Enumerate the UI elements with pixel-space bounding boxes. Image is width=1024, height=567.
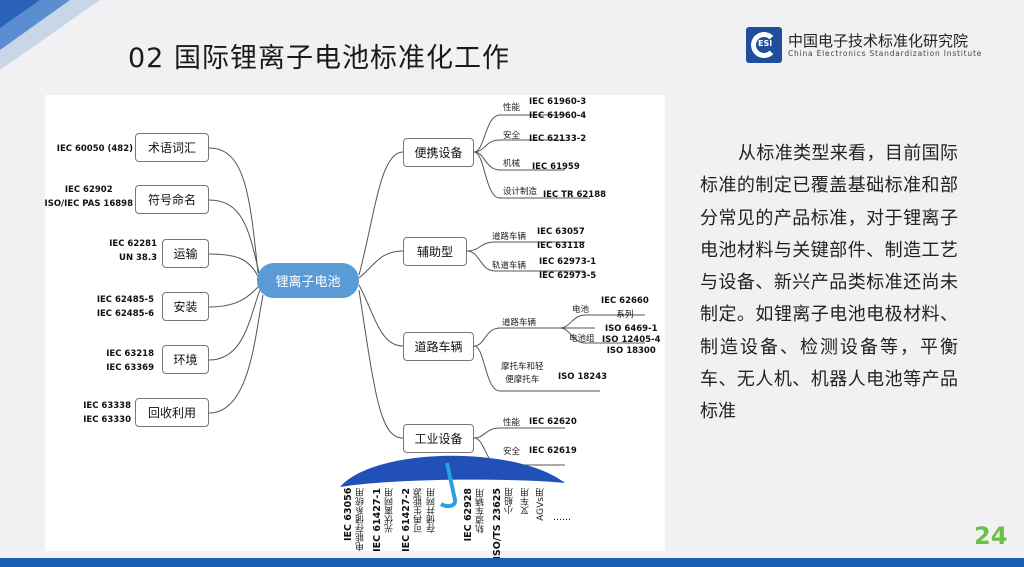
umbrella-use: 轨道车辆用 [476, 488, 486, 533]
node-environment: 环境 [162, 345, 209, 374]
sub-road-vehicle: 道路车辆 [502, 318, 537, 328]
sub-safety: 安全 [503, 131, 521, 141]
institute-logo: ESI 中国电子技术标准化研究院 China Electronics Stand… [746, 27, 982, 63]
node-road-vehicles: 道路车辆 [403, 332, 474, 361]
sub-rail-vehicle: 轨道车辆 [492, 261, 527, 271]
standards-industrial-safety: IEC 62619 [529, 446, 577, 456]
node-recycling: 回收利用 [135, 398, 209, 427]
umbrella-item: ISO/TS 23625 小船用 [492, 488, 516, 560]
mindmap-figure: 锂离子电池 术语词汇 IEC 60050 (482) 符号命名 IEC 6290… [44, 95, 665, 560]
node-installation: 安装 [162, 292, 209, 321]
umbrella-use: 叉车用 [521, 488, 531, 515]
umbrella-item: IEC 63056 电能存储系统用 [343, 488, 367, 551]
sub-cell: 电池 [572, 305, 590, 315]
node-symbols: 符号命名 [135, 185, 209, 214]
node-portable: 便携设备 [403, 138, 474, 167]
page-title: 02 国际锂离子电池标准化工作 [128, 43, 510, 74]
sub-motorcycle: 摩托车和轻便摩托车 [501, 362, 544, 385]
umbrella-item: …… [553, 513, 571, 523]
umbrella-standard: IEC 62928 [463, 488, 474, 542]
standards-portable-safety: IEC 62133-2 [529, 134, 587, 144]
standards-motorcycle: ISO 18243 [558, 372, 608, 382]
logo-name-en: China Electronics Standardization Instit… [788, 48, 983, 58]
sub-pack: 电池组 [569, 334, 595, 344]
logo-name-cn: 中国电子技术标准化研究院 [788, 31, 969, 50]
center-node: 锂离子电池 [257, 263, 359, 298]
umbrella-standard: IEC 61427-2 [401, 488, 412, 552]
umbrella-canopy [340, 455, 565, 487]
standards-portable-mechanical: IEC 61959 [532, 162, 580, 172]
esi-logo-icon: ESI [746, 27, 782, 63]
standards-terminology: IEC 60050 (482) [56, 144, 133, 154]
umbrella-handle [440, 462, 458, 509]
bottom-bar [0, 558, 1024, 567]
umbrella-use: 可再生能源 [414, 488, 424, 533]
umbrella-item: IEC 61427-2 可再生能源 存储并网用 [401, 488, 438, 552]
sub-road-vehicle: 道路车辆 [492, 232, 527, 242]
node-auxiliary: 辅助型 [403, 237, 467, 266]
umbrella-item: 叉车用 [521, 488, 532, 515]
umbrella-standard: ISO/TS 23625 [492, 488, 503, 560]
umbrella-item: IEC 61427-1 光伏离网用 [372, 488, 396, 552]
standards-industrial-performance: IEC 62620 [529, 417, 577, 427]
sub-performance: 性能 [503, 418, 521, 428]
node-industrial: 工业设备 [403, 424, 474, 453]
umbrella-use: 存储并网用 [427, 488, 437, 533]
umbrella-use: 小船用 [505, 488, 515, 515]
sub-design: 设计制造 [503, 187, 538, 197]
umbrella-item: AGVs用 [536, 488, 547, 521]
page-number: 24 [974, 522, 1008, 550]
standards-portable-design: IEC TR 62188 [543, 190, 607, 200]
sub-safety: 安全 [503, 447, 521, 457]
umbrella-standard: IEC 61427-1 [372, 488, 383, 552]
body-paragraph: 从标准类型来看，目前国际标准的制定已覆盖基础标准和部分常见的产品标准，对于锂离子… [700, 143, 958, 423]
umbrella-standard: IEC 63056 [343, 488, 354, 542]
umbrella-use: 光伏离网用 [385, 488, 395, 533]
sub-mechanical: 机械 [503, 159, 521, 169]
corner-decoration [0, 0, 100, 70]
umbrella-use: AGVs用 [536, 488, 546, 521]
umbrella-use: 电能存储系统用 [356, 488, 366, 551]
mindmap-connectors [208, 114, 645, 509]
umbrella-item: IEC 62928 轨道车辆用 [463, 488, 487, 541]
node-transport: 运输 [162, 239, 209, 268]
sub-performance: 性能 [503, 103, 521, 113]
node-terminology: 术语词汇 [135, 133, 209, 162]
